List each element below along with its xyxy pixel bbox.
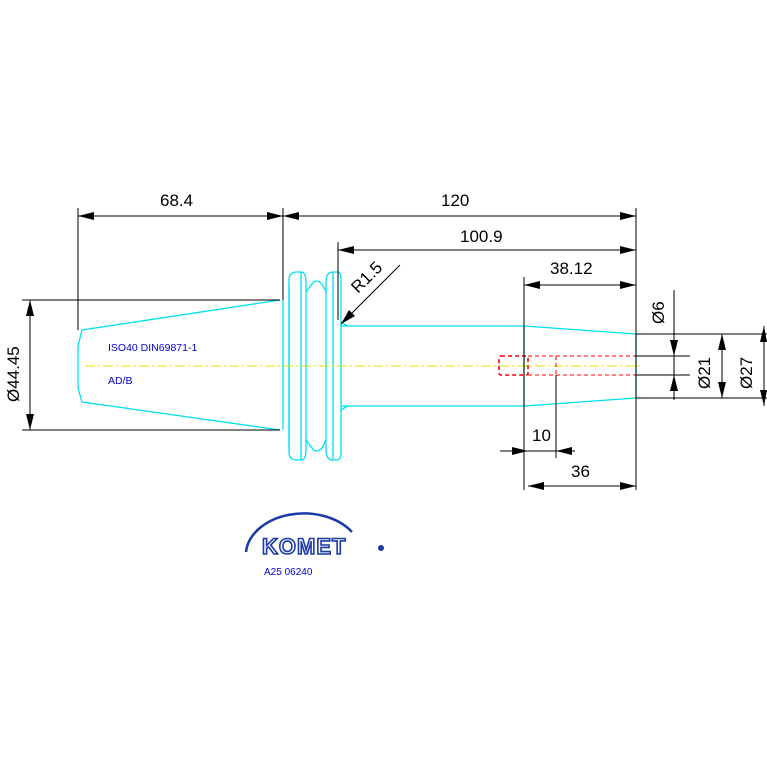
dim-36: 36 (571, 462, 590, 481)
bore-detail-box (498, 355, 529, 376)
dim-120: 120 (441, 191, 469, 210)
logo-dot (378, 545, 384, 551)
flange (288, 271, 342, 461)
dim-dia-21: Ø21 (695, 357, 714, 389)
standard-note: ISO40 DIN69871-1 (108, 342, 197, 354)
dim-dia-44-45: Ø44.45 (4, 346, 23, 402)
bore (498, 355, 636, 376)
dim-r1-5: R1.5 (347, 258, 386, 297)
dimension-lines (22, 208, 767, 490)
dim-10: 10 (532, 426, 551, 445)
komet-logo: KOMET (244, 512, 384, 560)
dim-100-9: 100.9 (460, 227, 503, 246)
part-number: A25 06240 (264, 567, 313, 578)
form-note: AD/B (108, 375, 133, 387)
shank (340, 320, 524, 412)
taper-profile (77, 299, 281, 431)
dim-dia-27: Ø27 (737, 357, 756, 389)
dim-68-4: 68.4 (160, 191, 193, 210)
logo-brand: KOMET (262, 534, 346, 559)
logo-arc (244, 512, 353, 553)
dim-dia-6: Ø6 (649, 301, 668, 324)
dim-38-12: 38.12 (550, 259, 593, 278)
